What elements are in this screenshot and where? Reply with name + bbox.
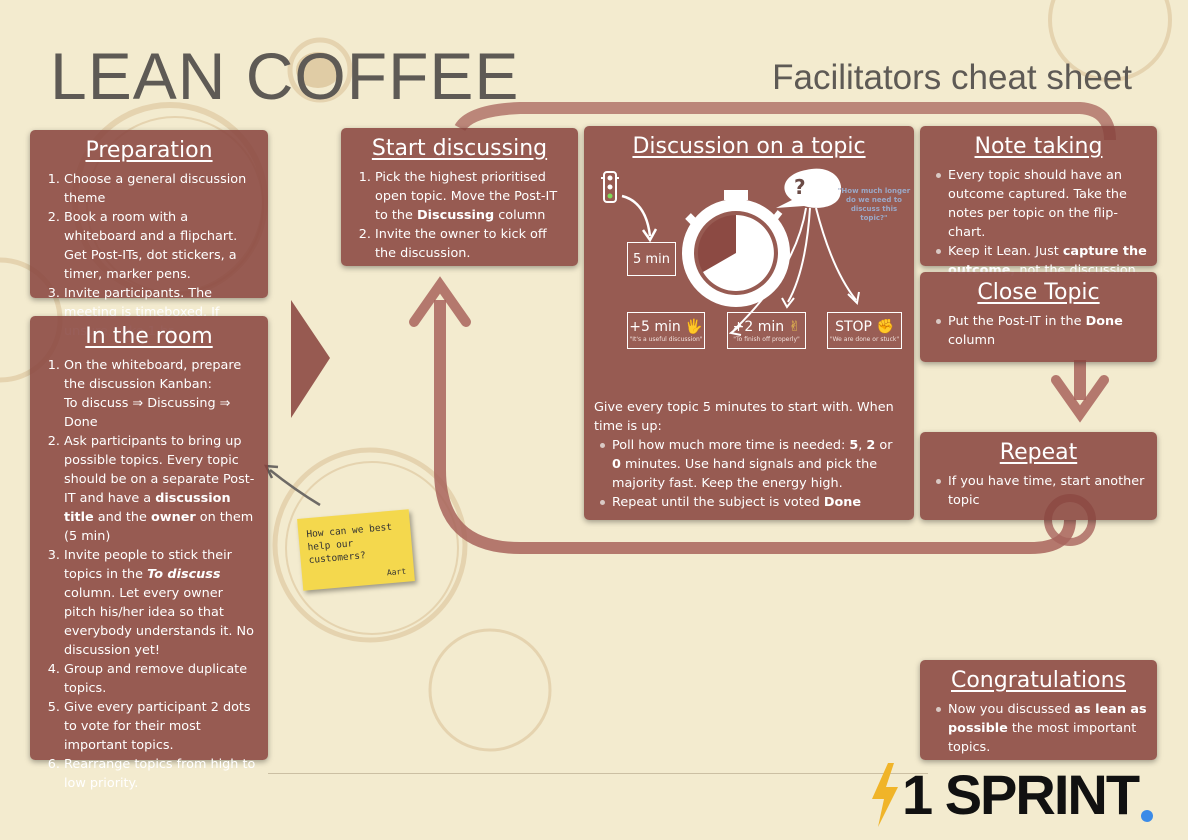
footer-divider — [268, 773, 928, 774]
lightning-bolt-icon — [872, 763, 898, 827]
plus-five-label: +5 min — [629, 319, 681, 335]
raised-hand-icon: 🖐 — [685, 319, 703, 335]
stop-box: STOP ✊ "We are done or stuck" — [827, 312, 902, 349]
postit-author: Aart — [386, 566, 407, 578]
stop-note: "We are done or stuck" — [829, 336, 900, 343]
discussion-card: Discussion on a topic Give every topic 5… — [584, 126, 914, 520]
loop-arrow-top — [454, 102, 1116, 141]
logo-text: 1 SPRINT — [902, 763, 1140, 826]
traffic-light-icon — [601, 171, 619, 203]
down-arrowhead — [1051, 375, 1109, 423]
list-item: Now you discussed as lean as possible th… — [936, 702, 1147, 755]
in-the-room-card: In the room On the whiteboard, prepare t… — [30, 316, 268, 791]
repeat-list: If you have time, start another topic — [930, 472, 1147, 510]
start-discussing-heading: Start discussing — [371, 136, 548, 161]
congratulations-heading: Congratulations — [950, 668, 1127, 693]
victory-hand-icon: ✌ — [788, 319, 801, 335]
preparation-card: Preparation Choose a general discussion … — [30, 130, 268, 339]
plus-five-note: "It's a useful discussion" — [629, 336, 703, 343]
page-subtitle: Facilitators cheat sheet — [772, 58, 1132, 97]
note-taking-list: Every topic should have an outcome captu… — [930, 166, 1147, 280]
start-discussing-card: Start discussing Pick the highest priori… — [341, 128, 578, 266]
close-topic-list: Put the Post-IT in the Done column — [930, 312, 1147, 350]
list-item: Invite the owner to kick off the discuss… — [375, 225, 568, 263]
list-item: Put the Post-IT in the Done column — [936, 312, 1147, 350]
congratulations-list: Now you discussed as lean as possible th… — [930, 700, 1147, 757]
close-topic-card: Close Topic Put the Post-IT in the Done … — [920, 272, 1157, 362]
fist-icon: ✊ — [876, 319, 894, 335]
stopwatch-illustration — [601, 168, 860, 336]
postit-question: How can we best help our customers? — [306, 521, 393, 567]
postit-arrow — [269, 469, 321, 507]
sprint-logo: 1 SPRINT — [870, 760, 1154, 830]
list-item: Give every participant 2 dots to vote fo… — [64, 698, 258, 755]
start-discussing-list: Pick the highest prioritised open topic.… — [351, 168, 568, 263]
list-item: Choose a general discussion theme — [64, 170, 258, 208]
five-min-box: 5 min — [627, 242, 676, 276]
stop-label: STOP — [835, 319, 872, 335]
repeat-heading: Repeat — [999, 440, 1078, 465]
list-item: If you have time, start another topic — [936, 472, 1147, 510]
list-item: Ask participants to bring up possible to… — [64, 432, 258, 546]
close-topic-heading: Close Topic — [977, 280, 1100, 305]
list-item: Group and remove duplicate topics. — [64, 660, 258, 698]
list-item: On the whiteboard, prepare the discussio… — [64, 356, 258, 432]
discussion-heading: Discussion on a topic — [632, 134, 866, 159]
in-the-room-list: On the whiteboard, prepare the discussio… — [40, 356, 258, 793]
plus-five-box: +5 min 🖐 "It's a useful discussion" — [627, 312, 705, 349]
list-item: Poll how much more time is needed: 5, 2 … — [600, 436, 904, 493]
list-item: Every topic should have an outcome captu… — [936, 166, 1147, 242]
chevron-arrow — [291, 300, 330, 418]
discussion-intro: Give every topic 5 minutes to start with… — [594, 400, 894, 434]
question-mark: ? — [794, 175, 806, 199]
discussion-list: Poll how much more time is needed: 5, 2 … — [594, 436, 904, 512]
list-item: Repeat until the subject is voted Done — [600, 493, 904, 512]
logo-dot — [1141, 810, 1154, 822]
note-taking-card: Note taking Every topic should have an o… — [920, 126, 1157, 278]
plus-two-label: +2 min — [732, 319, 785, 335]
congratulations-card: Congratulations Now you discussed as lea… — [920, 660, 1157, 760]
up-arrowhead — [409, 276, 471, 327]
plus-two-box: +2 min ✌ "To finish off properly" — [727, 312, 806, 349]
postit-note: How can we best help our customers? Aart — [297, 509, 415, 591]
note-taking-heading: Note taking — [974, 134, 1103, 159]
plus-two-note: "To finish off properly" — [733, 336, 800, 343]
list-item: Book a room with a whiteboard and a flip… — [64, 208, 258, 284]
speech-note: "How much longer do we need to discuss t… — [837, 187, 911, 222]
list-item: Rearrange topics from high to low priori… — [64, 755, 258, 793]
repeat-card: Repeat If you have time, start another t… — [920, 432, 1157, 520]
in-the-room-heading: In the room — [85, 324, 213, 349]
page-title: LEAN COFFEE — [50, 39, 520, 113]
speech-bubble-icon — [776, 168, 842, 208]
preparation-heading: Preparation — [85, 138, 213, 163]
list-item: Invite people to stick their topics in t… — [64, 546, 258, 660]
list-item: Pick the highest prioritised open topic.… — [375, 168, 568, 225]
stopwatch-icon — [682, 190, 790, 307]
